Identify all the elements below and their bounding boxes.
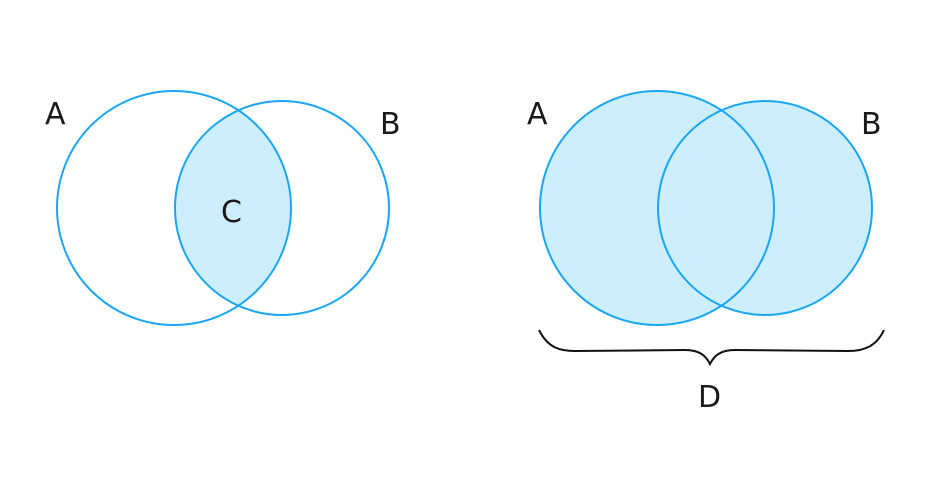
left-intersection-fill — [175, 101, 291, 315]
right-circle-b — [657, 100, 873, 316]
left-label-a: A — [45, 97, 66, 132]
left-venn-intersection: A B C — [45, 90, 401, 326]
right-circle-b-fill — [658, 101, 872, 315]
right-label-a: A — [527, 97, 548, 132]
curly-brace — [538, 329, 885, 367]
right-label-b: B — [861, 107, 882, 142]
left-circle-b — [174, 100, 390, 316]
right-circle-a — [539, 90, 775, 326]
left-label-b: B — [380, 107, 401, 142]
right-label-d: D — [698, 380, 721, 415]
left-label-c: C — [221, 195, 242, 230]
left-circle-a — [56, 90, 292, 326]
right-venn-union: A B D — [527, 90, 885, 415]
